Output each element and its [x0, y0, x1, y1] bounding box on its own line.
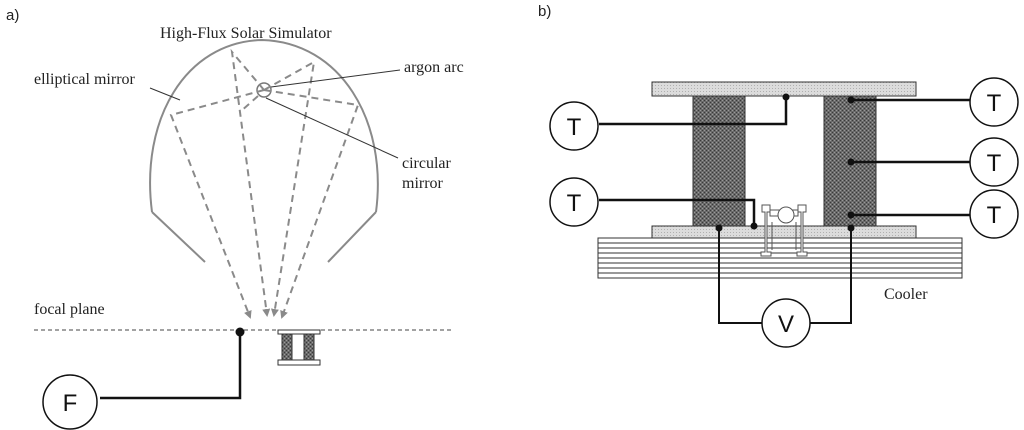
thermocouple-right-2 — [969, 137, 1019, 187]
thermocouple-right-1 — [969, 77, 1019, 127]
thermocouple-right-3-label: T — [987, 202, 1002, 229]
circular-mirror-leader — [265, 97, 399, 159]
cooler — [597, 237, 963, 279]
elliptical-mirror-leader — [149, 87, 181, 101]
ray-5 — [239, 95, 259, 113]
panel-b-label: b) — [538, 3, 551, 20]
ray-3 — [169, 89, 265, 319]
thermocouple-left-bottom — [549, 177, 599, 227]
leg-left — [692, 95, 746, 227]
cooler-label: Cooler — [884, 286, 928, 303]
sample-top-plate — [277, 329, 321, 335]
voltmeter-wire-right — [810, 228, 852, 324]
ray-1 — [230, 48, 271, 317]
ray-2 — [263, 60, 316, 317]
thermocouple-right-1-label: T — [987, 90, 1002, 117]
argon-arc-label: argon arc — [404, 59, 464, 76]
sample-bottom-plate — [277, 359, 321, 366]
circular-mirror-label-line1: circular — [402, 155, 452, 172]
voltmeter-label: V — [778, 311, 794, 338]
sample-leg-left — [281, 333, 293, 361]
circular-mirror-label-line2: mirror — [402, 175, 444, 192]
thermocouple-left-top-label: T — [567, 114, 582, 141]
voltmeter-wire-left — [718, 228, 762, 324]
panel-b: b) Cooler — [538, 3, 1019, 348]
thermocouple-right-2-label: T — [987, 150, 1002, 177]
reference-sensor — [760, 204, 808, 257]
mirror-lip-left — [151, 211, 206, 263]
cooler-fins — [598, 242, 962, 274]
sample-module — [277, 329, 321, 366]
thermocouple-left-top — [549, 101, 599, 151]
ray-4 — [263, 89, 360, 319]
focal-plane-label: focal plane — [34, 301, 105, 318]
sample-leg-right — [303, 333, 315, 361]
top-plate — [651, 81, 917, 97]
elliptical-mirror-label: elliptical mirror — [34, 71, 136, 88]
light-rays — [169, 48, 360, 319]
thermocouple-left-bottom-label: T — [567, 190, 582, 217]
panel-a: a) High-Flux Solar Simulator elliptical … — [6, 7, 464, 430]
panel-a-label: a) — [6, 7, 19, 24]
bottom-plate — [651, 225, 917, 239]
flux-sensor-circle — [42, 374, 98, 430]
flux-sensor-wire — [100, 332, 242, 400]
thermocouple-right-3 — [969, 189, 1019, 239]
simulator-title: High-Flux Solar Simulator — [160, 25, 332, 42]
elliptical-mirror — [149, 38, 379, 213]
argon-arc-leader — [270, 69, 401, 88]
voltmeter — [761, 298, 811, 348]
flux-sensor-label: F — [63, 390, 78, 417]
thermocouple-left-top-wire — [599, 97, 788, 126]
thermocouple-left-bottom-wire — [599, 198, 756, 226]
mirror-lip-right — [327, 211, 377, 263]
